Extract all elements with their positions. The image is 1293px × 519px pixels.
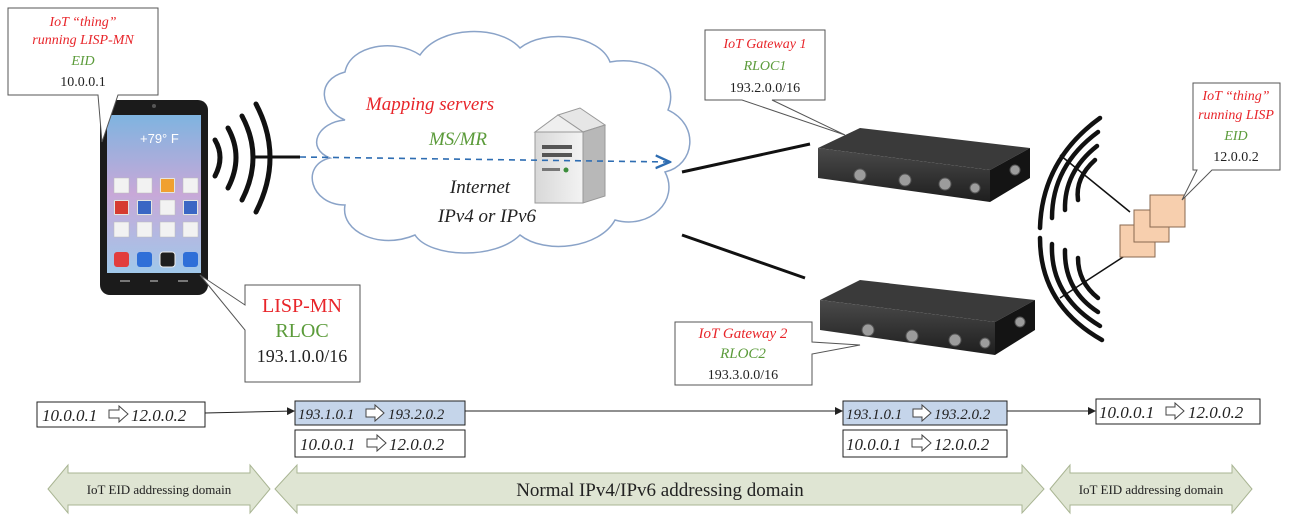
cloud-gateway2-link — [681, 233, 806, 280]
phone-wifi-icon — [212, 101, 273, 215]
cloud-ip-versions: IPv4 or IPv6 — [437, 206, 537, 227]
phone-callout-line1: IoT “thing” — [48, 15, 116, 30]
domain-right: IoT EID addressing domain — [1049, 463, 1253, 515]
packet-2-outer-dst: 193.2.0.2 — [388, 407, 445, 423]
phone-callout: IoT “thing” running LISP-MN EID 10.0.0.1 — [7, 7, 159, 143]
domain-right-label: IoT EID addressing domain — [1079, 482, 1224, 497]
smartphone-icon: +79° F — [100, 100, 208, 295]
gateway1-radio-line — [1059, 154, 1131, 213]
gateway1-title: IoT Gateway 1 — [723, 37, 807, 52]
cloud-internet: Internet — [449, 177, 511, 198]
domain-right-arrow — [1049, 463, 1253, 515]
packet-2-inner-arrow-icon — [366, 433, 387, 453]
packet-3-inner-dst: 12.0.0.2 — [934, 435, 990, 454]
domain-middle-arrow — [274, 463, 1045, 515]
thing-callout-line2: running LISP — [1198, 108, 1274, 123]
thing-callout-line1: IoT “thing” — [1201, 89, 1269, 104]
packet-3-inner-src: 10.0.0.1 — [846, 435, 901, 454]
packet-3-outer-src: 193.1.0.1 — [846, 407, 902, 423]
packet-2-outer-arrow-icon — [365, 403, 385, 423]
domain-left-arrow — [47, 463, 271, 515]
gateway2-rloc-value: 193.3.0.0/16 — [708, 368, 778, 383]
packet-3-outer: 193.1.0.1 193.2.0.2 — [842, 400, 1008, 426]
gateway2-rloc-label: RLOC2 — [719, 346, 766, 362]
packet-1-arrow-icon — [108, 404, 129, 424]
phone-callout-eid-value: 10.0.0.1 — [60, 75, 106, 90]
mapping-server-icon — [533, 107, 607, 204]
cloud-ms-mr: MS/MR — [428, 129, 487, 150]
gateway1-rloc-value: 193.2.0.0/16 — [730, 81, 800, 96]
phone-callout-line2: running LISP-MN — [32, 33, 134, 48]
gateway1-rloc-label: RLOC1 — [743, 59, 787, 74]
gateway2-title: IoT Gateway 2 — [698, 326, 788, 342]
gateway2-wifi-icon — [1037, 235, 1105, 343]
domain-middle-label: Normal IPv4/IPv6 addressing domain — [516, 480, 804, 501]
gateway1-router-icon — [818, 128, 1030, 202]
thing-callout: IoT “thing” running LISP EID 12.0.0.2 — [1181, 82, 1281, 201]
domain-left-label: IoT EID addressing domain — [87, 482, 232, 497]
packet-2-inner: 10.0.0.1 12.0.0.2 — [294, 429, 466, 458]
packet-1-src: 10.0.0.1 — [42, 406, 97, 425]
gateway1-callout: IoT Gateway 1 RLOC1 193.2.0.0/16 — [704, 29, 846, 136]
packet-flow: 10.0.0.1 12.0.0.2 193.1.0.1 193.2.0.2 10… — [36, 398, 1261, 458]
gateway1-wifi-icon — [1037, 115, 1103, 231]
packet-4-arrow-icon — [1165, 401, 1185, 421]
packet-3-inner-arrow-icon — [911, 433, 932, 453]
packet-3-outer-arrow-icon — [912, 403, 932, 423]
lisp-mn-callout: LISP-MN RLOC 193.1.0.0/16 — [199, 274, 361, 383]
packet-2-outer: 193.1.0.1 193.2.0.2 — [294, 400, 466, 426]
domain-middle: Normal IPv4/IPv6 addressing domain — [274, 463, 1045, 515]
internet-cloud: Mapping servers MS/MR Internet IPv4 or I… — [311, 30, 691, 254]
mapping-query-arrow — [299, 157, 670, 162]
packet-4-src: 10.0.0.1 — [1099, 403, 1154, 422]
phone-weather-text: +79° F — [140, 131, 179, 146]
cloud-title: Mapping servers — [365, 94, 494, 115]
packet-1: 10.0.0.1 12.0.0.2 — [36, 401, 206, 428]
thing-callout-eid-value: 12.0.0.2 — [1213, 150, 1259, 165]
flow-line-1 — [204, 407, 295, 416]
packet-2-inner-src: 10.0.0.1 — [300, 435, 355, 454]
packet-4-dst: 12.0.0.2 — [1188, 403, 1244, 422]
lisp-mn-title: LISP-MN — [262, 295, 342, 317]
domain-left: IoT EID addressing domain — [47, 463, 271, 515]
packet-3-outer-dst: 193.2.0.2 — [934, 407, 991, 423]
cloud-gateway1-link — [681, 142, 811, 174]
gateway2-router-icon — [820, 280, 1035, 355]
thing-callout-eid-label: EID — [1223, 129, 1247, 144]
packet-4: 10.0.0.1 12.0.0.2 — [1095, 398, 1261, 425]
iot-thing-devices-icon — [1119, 194, 1186, 258]
phone-callout-eid-label: EID — [70, 54, 94, 69]
packet-2-outer-src: 193.1.0.1 — [298, 407, 354, 423]
lisp-mn-rloc-label: RLOC — [275, 320, 328, 342]
packet-2-inner-dst: 12.0.0.2 — [389, 435, 445, 454]
packet-3-inner: 10.0.0.1 12.0.0.2 — [842, 429, 1008, 458]
gateway2-callout: IoT Gateway 2 RLOC2 193.3.0.0/16 — [674, 321, 861, 386]
lisp-mn-rloc-value: 193.1.0.0/16 — [257, 346, 348, 366]
packet-1-dst: 12.0.0.2 — [131, 406, 187, 425]
